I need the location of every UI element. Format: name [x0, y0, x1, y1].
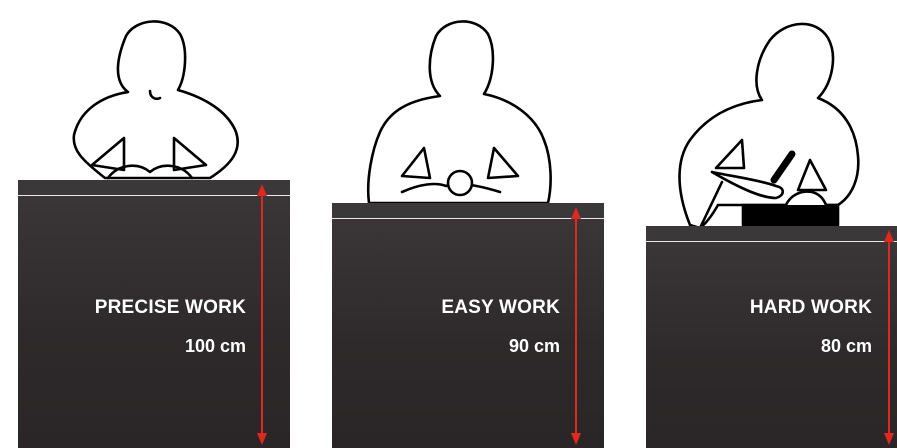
height-arrow-easy — [571, 207, 581, 445]
height-arrow-hard — [884, 230, 894, 445]
height-arrow-precise — [257, 184, 267, 445]
